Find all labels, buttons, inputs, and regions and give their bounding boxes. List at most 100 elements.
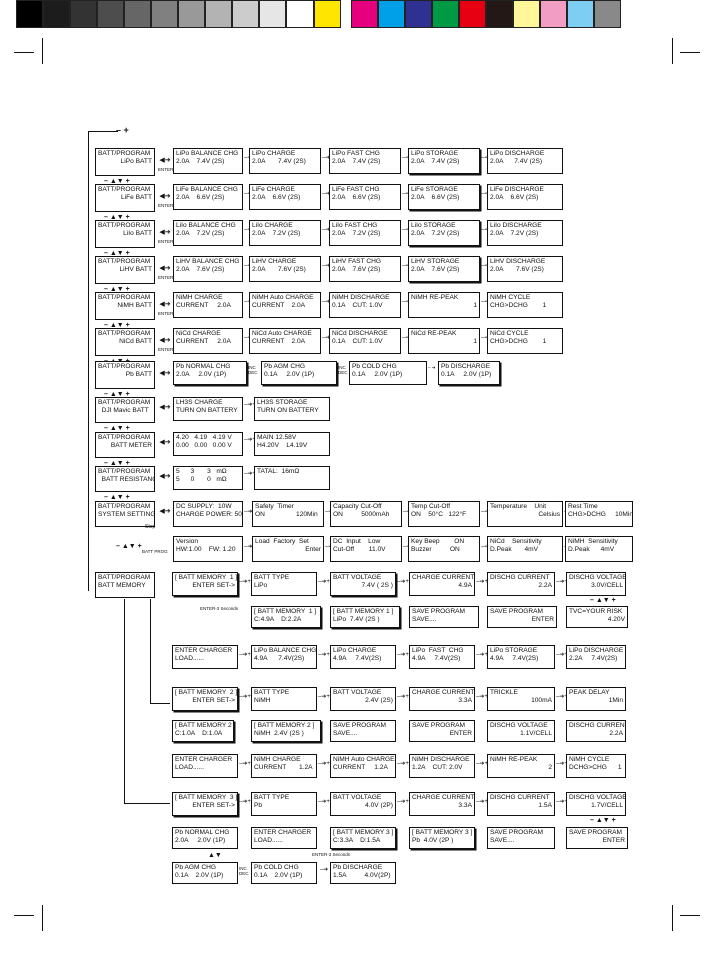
row-9-head-line-1: BATT/PROGRAM: [98, 434, 151, 441]
row-7-conn-1: INC DEC: [248, 365, 258, 375]
memory-3-item-6-line-2: 1.7V/CELL: [591, 802, 623, 809]
row-3-item-4-line-2: 2.0A 7.2V (2S): [411, 230, 460, 237]
memory-3b-item-3-line-1: [ BATT MEMORY 3 ]: [333, 829, 394, 836]
row-1-item-1-line-1: LiPo BALANCE CHG: [176, 150, 239, 157]
row-4-item-3-line-1: LiHV FAST CHG: [332, 258, 381, 265]
memory-1b-item-2-line-2: LiPo 7.4V (2S ): [333, 616, 380, 623]
row-6-conn-2: –➔+: [322, 335, 334, 341]
row-8-head: BATT/PROGRAM DJI Mavic BATT: [95, 397, 155, 423]
row-11-item-6-line-1: Rest Time: [568, 503, 598, 510]
row-7-head-line-1: BATT/PROGRAM: [98, 363, 151, 370]
row-11-item-5-line-2: Celsius: [538, 511, 560, 518]
memory-2-item-5-line-1: TRICKLE: [490, 689, 518, 696]
row-4-conn-2: –➔+: [322, 263, 334, 269]
row-6-item-1-line-1: NiCd CHARGE: [176, 330, 221, 337]
row-1-item-4-line-1: LiPo STORAGE: [411, 150, 459, 157]
memory-2-item-2-line-2: NiMH: [254, 697, 271, 704]
memory-1b-item-2: [ BATT MEMORY 1 ]LiPo 7.4V (2S ): [330, 606, 400, 628]
row-6-item-5-line-2: CHG>DCHG 1: [490, 338, 547, 345]
memory-2-item-2-line-1: BATT TYPE: [254, 689, 290, 696]
row-1-enter-label: ENTER: [158, 167, 174, 172]
color-swatch: [286, 0, 314, 28]
enter-3s-label-1: ENTER-3 Seconds: [200, 606, 239, 611]
crop-mark: [672, 38, 673, 64]
row-7-conn-3: – ➔: [428, 365, 436, 370]
memory-2c-item-2-line-2: CURRENT 1.2A: [254, 764, 313, 771]
row-4-plus-minus: – ▲▼ +: [104, 286, 130, 293]
color-swatch: [486, 0, 513, 28]
row-4-item-3-line-2: 2.0A 7.6V (2S): [332, 266, 381, 273]
memory-1c-item-4-line-2: 4.9A 7.4V(2S): [412, 655, 461, 662]
row-6-head-line-2: NiCd BATT: [119, 338, 152, 345]
memory-1-item-3-line-2: 7.4V ( 2S ): [361, 582, 393, 589]
memory-2-item-5-line-2: 100mA: [531, 697, 552, 704]
row-2-item-2-line-2: 2.0A 6.6V (2S): [252, 194, 301, 201]
memory-2c-item-5-line-1: NiMH RE-PEAK: [490, 756, 538, 763]
color-swatch: [459, 0, 486, 28]
row-8-head-line-2: DJI Mavic BATT: [98, 407, 149, 414]
memory-1-conn-2: –➔+: [318, 579, 330, 585]
color-swatch: [97, 0, 124, 28]
memory-3c-item-1-line-1: Pb AGM CHG: [175, 864, 217, 871]
row-8-item-1-line-1: LH3S CHARGE: [176, 399, 223, 406]
version-row-item-5-line-2: D.Peak 4mV: [490, 546, 539, 553]
memory-2c-item-1-line-2: LOAD......: [175, 764, 204, 771]
memory-1-item-6-line-2: 3.0V/CELL: [591, 582, 623, 589]
batt-prog-label: BATT PROG: [142, 549, 168, 554]
memory-2-item-1: [ BATT MEMORY 2 ]ENTER SET->: [172, 687, 238, 711]
memory-3b-item-4: [ BATT MEMORY 3 ]Pb 4.0V (2P ): [409, 827, 475, 849]
memory-2b-item-3-line-1: SAVE PROGRAM: [333, 722, 387, 729]
memory-3-plus-minus: – ▲▼ +: [590, 817, 616, 824]
row-4-item-4-line-2: 2.0A 7.6V (2S): [411, 266, 460, 273]
memory-2-item-4-line-1: CHARGE CURRENT: [412, 689, 475, 696]
row-10-head-line-2: BATT RESISTANCE: [101, 476, 154, 483]
memory-3-conn-2: –➔+: [318, 799, 330, 805]
row-3-item-1-line-1: LiIo BALANCE CHG: [176, 222, 236, 229]
row-6-item-1-line-2: CURRENT 2.0A: [176, 338, 231, 345]
row-7-item-3-line-2: 0.1A 2.0V (1P): [352, 371, 403, 378]
row-2-head-line-2: LiFe BATT: [120, 194, 152, 201]
crop-mark: [14, 52, 34, 53]
memory-3-item-3-line-2: 4.0V (2P): [365, 802, 393, 809]
color-swatch: [540, 0, 567, 28]
color-swatch: [232, 0, 259, 28]
row-2-enter-arrow: ◀➔: [159, 193, 171, 200]
color-swatch: [594, 0, 621, 28]
memory-1-item-3-line-1: BATT VOLTAGE: [333, 574, 382, 581]
row-8-item-2-line-2: TURN ON BATTERY: [257, 407, 319, 414]
color-swatch: [178, 0, 205, 28]
loop-plus-minus: – +: [116, 125, 129, 135]
memory-2b-item-6-line-2: 2.2A: [609, 730, 623, 737]
row-7-item-3-line-1: Pb COLD CHG: [352, 363, 397, 370]
